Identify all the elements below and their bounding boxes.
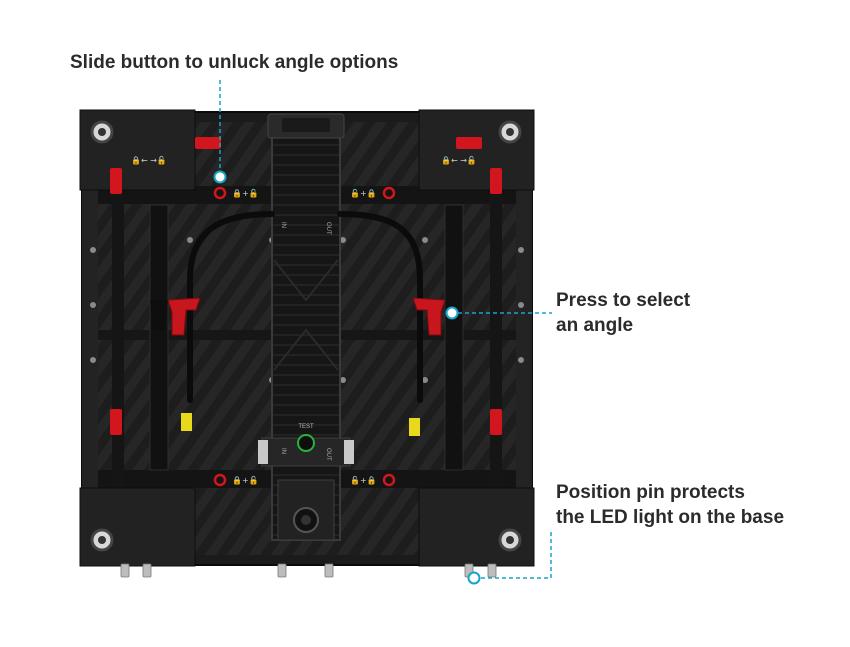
callout-marker-slide-button bbox=[213, 170, 227, 184]
connector-left bbox=[181, 413, 192, 431]
lock-ring-bottom-left bbox=[213, 473, 227, 487]
slide-lock-button-left[interactable] bbox=[195, 137, 221, 149]
power-data-cables bbox=[187, 211, 423, 403]
lock-symbol-icon: 🔓+🔒 bbox=[350, 475, 377, 485]
angle-handle-right[interactable] bbox=[412, 297, 446, 336]
slide-lock-button-right[interactable] bbox=[456, 137, 482, 149]
center-control-module: IN OUT IN OUT TEST bbox=[258, 113, 354, 541]
corner-bracket-top-right bbox=[418, 109, 535, 191]
callout-line: Press to select bbox=[556, 290, 691, 311]
angle-handle-left[interactable] bbox=[167, 297, 201, 336]
lock-arrow-icon: 🔒← →🔓 bbox=[131, 155, 167, 165]
lock-ring-top-right bbox=[382, 186, 396, 200]
side-latch-bottom-right[interactable] bbox=[490, 409, 502, 435]
callout-line: Slide button to unluck angle options bbox=[70, 52, 399, 73]
angle-lock-arm-right bbox=[444, 204, 464, 471]
callout-position-pin: Position pin protects the LED light on t… bbox=[556, 480, 784, 530]
lock-ring-top-left bbox=[213, 186, 227, 200]
corner-bracket-top-left bbox=[79, 109, 196, 191]
callout-leaders bbox=[213, 80, 552, 585]
corner-bracket-bottom-left bbox=[79, 487, 196, 567]
side-latch-top-left[interactable] bbox=[110, 168, 122, 194]
side-latch-bottom-left[interactable] bbox=[110, 409, 122, 435]
connector-right bbox=[409, 418, 420, 436]
lock-arrow-icon: 🔒← →🔓 bbox=[441, 155, 477, 165]
lock-symbol-icon: 🔒+🔓 bbox=[232, 188, 259, 198]
lock-symbol-icon: 🔓+🔒 bbox=[350, 188, 377, 198]
module-out-label-top: OUT bbox=[325, 222, 331, 235]
callout-line: Position pin protects bbox=[556, 482, 745, 503]
callout-line: the LED light on the base bbox=[556, 507, 785, 528]
side-latch-top-right[interactable] bbox=[490, 168, 502, 194]
test-button[interactable] bbox=[297, 434, 315, 452]
position-pins bbox=[120, 563, 497, 578]
callout-marker-press-angle bbox=[445, 306, 459, 320]
module-out-label-bottom: OUT bbox=[325, 448, 331, 461]
test-label: TEST bbox=[298, 424, 314, 430]
lock-ring-bottom-right bbox=[382, 473, 396, 487]
angle-lock-arm-left bbox=[149, 204, 169, 471]
callout-press-angle: Press to select an angle bbox=[556, 288, 690, 338]
callout-marker-position-pin bbox=[467, 571, 481, 585]
module-in-label-top: IN bbox=[280, 222, 286, 228]
lock-symbol-icon: 🔒+🔓 bbox=[232, 475, 259, 485]
corner-bracket-bottom-right bbox=[418, 487, 535, 567]
module-in-label-bottom: IN bbox=[280, 448, 286, 454]
callout-line: an angle bbox=[556, 315, 634, 336]
callout-slide-button: Slide button to unluck angle options bbox=[70, 50, 398, 75]
